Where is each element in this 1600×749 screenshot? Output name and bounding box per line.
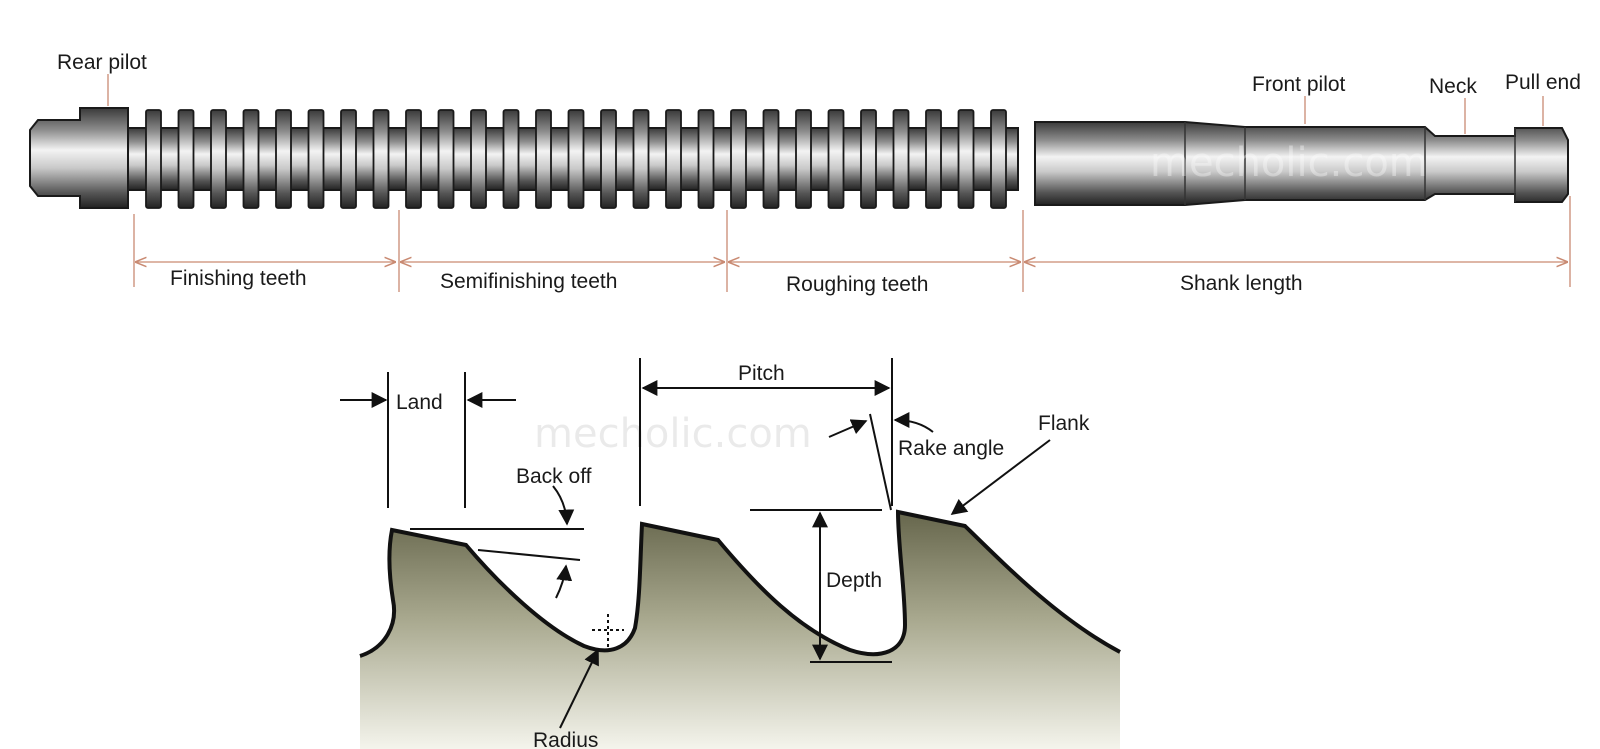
broach-tooth [470,109,487,209]
broach-tooth [177,109,195,209]
broach-tooth [437,109,455,209]
label-back-off: Back off [516,465,592,488]
label-finishing-teeth: Finishing teeth [170,267,307,290]
callout-leaders [107,74,1544,134]
broach-tooth [827,109,845,209]
label-land: Land [396,391,443,414]
broach-tooth [925,109,942,209]
broach-tooth [405,109,422,209]
watermark-bottom: mecholic.com [534,411,812,457]
broach-tooth [275,109,292,209]
label-shank-length: Shank length [1180,272,1303,295]
broach-tooth [795,109,812,209]
label-radius: Radius [533,729,598,749]
label-roughing-teeth: Roughing teeth [786,273,928,296]
broach-tooth [762,109,780,209]
tooth-outline [359,509,1121,658]
broach-teeth [145,109,1007,209]
label-pull-end: Pull end [1505,71,1581,94]
label-front-pilot: Front pilot [1252,73,1346,96]
label-flank: Flank [1038,412,1090,435]
broach-tooth [632,109,650,209]
broach-tooth [535,109,552,209]
label-neck: Neck [1429,75,1477,98]
broach-tooth [600,109,617,209]
broach-tooth [372,109,390,209]
section-dimensions [133,196,1571,292]
broach-tooth [307,109,325,209]
label-semifinishing-teeth: Semifinishing teeth [440,270,617,293]
broach-tooth [242,109,260,209]
rear-pilot-part [29,107,129,209]
broach-tooth [665,109,682,209]
broach-tooth [340,109,357,209]
label-pitch: Pitch [738,362,785,385]
broach-tooth [730,109,747,209]
broach-tooth [990,109,1007,209]
broach-tooth [957,109,975,209]
broach-tooth [860,109,877,209]
label-rear-pilot: Rear pilot [57,51,147,74]
broach-tooth [697,109,715,209]
tooth-dimensions [340,358,1051,729]
label-rake-angle: Rake angle [898,437,1004,460]
watermark-top: mecholic.com [1150,140,1428,186]
broach-tooth [145,109,162,209]
label-depth: Depth [826,569,882,592]
broach-tooth [502,109,520,209]
broach-tooth [210,109,227,209]
broach-tooth [892,109,910,209]
broach-body: mecholic.com [29,107,1569,209]
tooth-profile [360,512,1120,749]
broach-tooth [567,109,585,209]
